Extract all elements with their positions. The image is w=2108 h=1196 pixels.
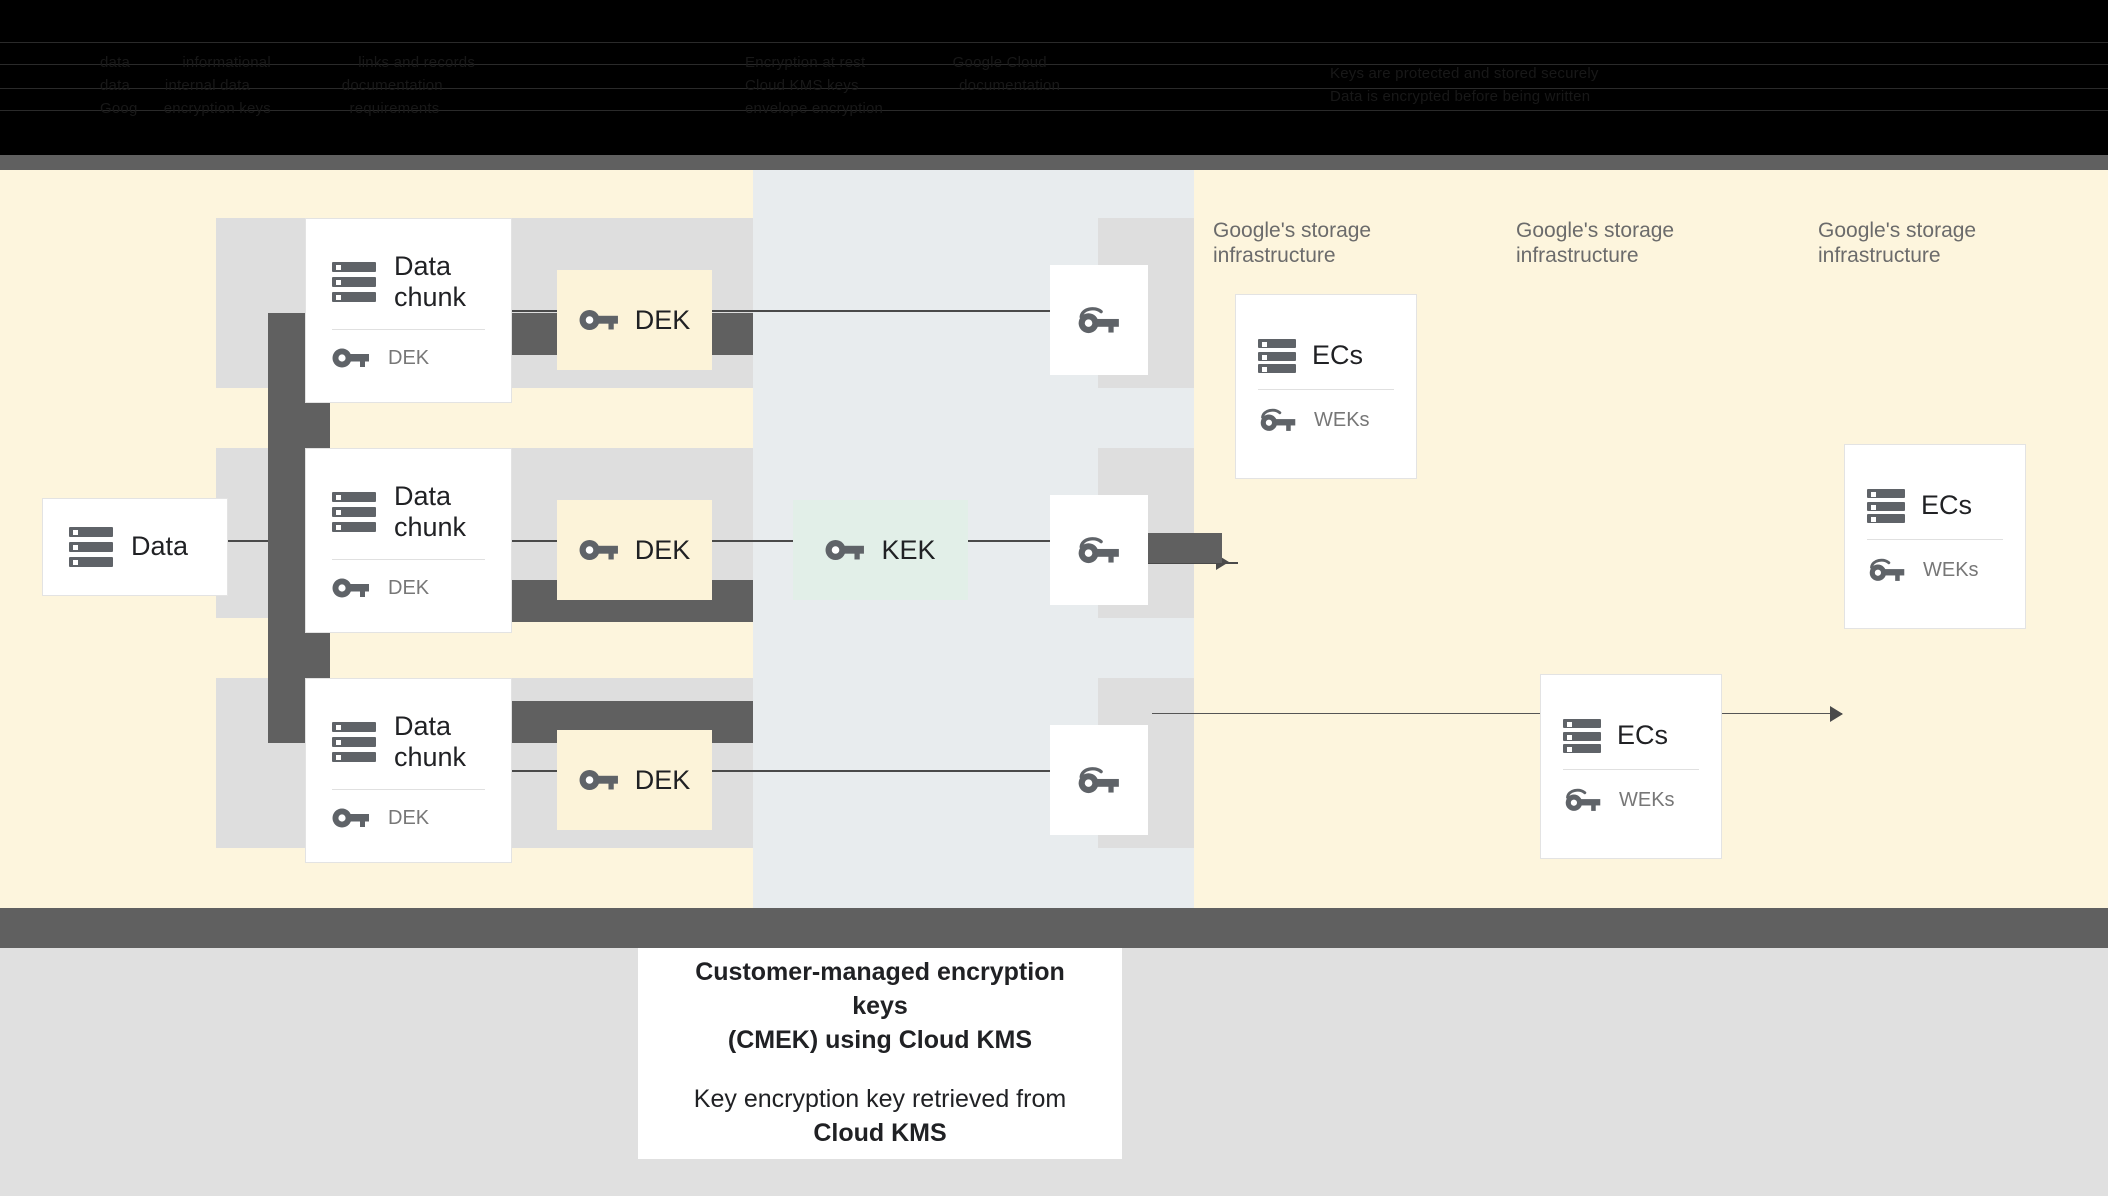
chunk-key-label: DEK [388,576,430,599]
ecs-key-row: WEKs [1541,786,1721,814]
wrapped-key-icon [1260,408,1296,431]
chunk-title: Data chunk [394,480,467,542]
card-data-chunk[interactable]: Data chunk DEK [305,218,512,403]
key-icon [332,808,369,828]
card-divider [1867,539,2003,540]
storage-icon [332,262,376,302]
region-label-storage-infrastructure: Google's storage infrastructure [1516,219,1675,267]
keybox-dek[interactable]: DEK [557,500,712,600]
dek-label: DEK [634,304,691,335]
keybox-dek[interactable]: DEK [557,730,712,830]
chunk-key-label: DEK [388,346,430,369]
chunk-key-label: DEK [388,806,430,829]
data-source-row: Data [43,527,227,567]
ecs-title-row: ECs [1845,489,2025,523]
card-data-chunk[interactable]: Data chunk DEK [305,678,512,863]
chunk-title-row: Data chunk [306,711,511,774]
ecs-key-label: WEKs [1923,558,1979,581]
header-text-line: Keys are protected and stored securely [1330,65,1599,82]
ecs-title-row: ECs [1236,339,1416,373]
chunk-key-row: DEK [306,576,511,600]
keybox-dek[interactable]: DEK [557,270,712,370]
chunk-title-row: Data chunk [306,481,511,544]
caption-subtitle-prefix: Key encryption key retrieved from [693,1085,1067,1114]
caption-card: Customer-managed encryption keys (CMEK) … [638,948,1122,1159]
card-divider [332,789,485,791]
wrapped-key-icon [1078,537,1119,564]
ecs-title: ECs [1617,720,1669,751]
ecs-key-row: WEKs [1236,406,1416,434]
key-icon [826,540,865,560]
storage-icon [1258,339,1296,373]
card-data-chunk[interactable]: Data chunk DEK [305,448,512,633]
wrapped-key-icon [1078,767,1119,794]
header-text-line: data informational links and records [100,54,476,71]
storage-icon [332,492,376,532]
caption-subtitle: Key encryption key retrieved from Cloud … [668,1083,1092,1151]
dek-label: DEK [634,534,691,565]
ecs-title-row: ECs [1541,719,1721,753]
ecs-key-label: WEKs [1619,788,1675,811]
chunk-title: Data chunk [394,710,467,772]
keybox-wek[interactable] [1050,265,1148,375]
chunk-key-row: DEK [306,346,511,370]
storage-icon [1563,719,1601,753]
keybox-wek[interactable] [1050,495,1148,605]
header-text-line: envelope encryption [745,100,884,117]
header-divider-bar [0,155,2108,170]
chunk-key-row: DEK [306,806,511,830]
wrapped-key-icon [1078,307,1119,334]
keybox-wek[interactable] [1050,725,1148,835]
header-text-line: Goog encryption keys requirements [100,100,440,117]
region-label-storage-infrastructure: Google's storage infrastructure [1213,219,1372,267]
card-divider [332,559,485,561]
ecs-key-row: WEKs [1845,556,2025,584]
connector-dek1-to-wek1 [712,310,1052,312]
connector-wek1-to-ec1 [1098,562,1238,564]
caption-subtitle-strong: Cloud KMS [813,1119,947,1148]
data-source-label: Data [131,531,189,562]
key-icon [332,348,369,368]
card-divider [1563,769,1699,770]
card-ecs[interactable]: ECs WEKs [1235,294,1417,479]
card-ecs[interactable]: ECs WEKs [1844,444,2026,629]
arrow-head-ec2 [1830,706,1843,722]
wrapped-key-icon [1565,788,1601,811]
storage-icon [69,527,113,567]
connector-dek3-to-wek3 [712,770,1052,772]
wrapped-key-icon [1869,558,1905,581]
dek-label: DEK [634,764,691,795]
chunk-title: Data chunk [394,250,467,312]
header-text-line: Encryption at rest Google Cloud [745,54,1047,71]
kek-label: KEK [881,534,936,565]
card-divider [1258,389,1394,390]
key-icon [332,578,369,598]
key-icon [579,310,618,330]
card-data-source[interactable]: Data [42,498,228,596]
keybox-kek[interactable]: KEK [793,500,968,600]
header-text-line: data internal data documentation [100,77,443,94]
header-text-line: Cloud KMS keys documentation [745,77,1061,94]
ecs-title: ECs [1312,340,1364,371]
card-ecs[interactable]: ECs WEKs [1540,674,1722,859]
ecs-title: ECs [1921,490,1973,521]
key-icon [579,770,618,790]
caption-title: Customer-managed encryption keys (CMEK) … [695,958,1065,1054]
region-label-storage-infrastructure: Google's storage infrastructure [1818,219,1977,267]
chunk-title-row: Data chunk [306,251,511,314]
card-divider [332,329,485,331]
key-icon [579,540,618,560]
storage-icon [1867,489,1905,523]
ecs-key-label: WEKs [1314,408,1370,431]
connector-kek-to-wek [968,540,1052,542]
occluded-header-strip: data informational links and records dat… [0,0,2108,170]
footer-divider-bar [0,908,2108,948]
storage-icon [332,722,376,762]
header-text-line: Data is encrypted before being written [1330,88,1591,105]
connector-wek2-to-ec2 [1152,713,1842,714]
